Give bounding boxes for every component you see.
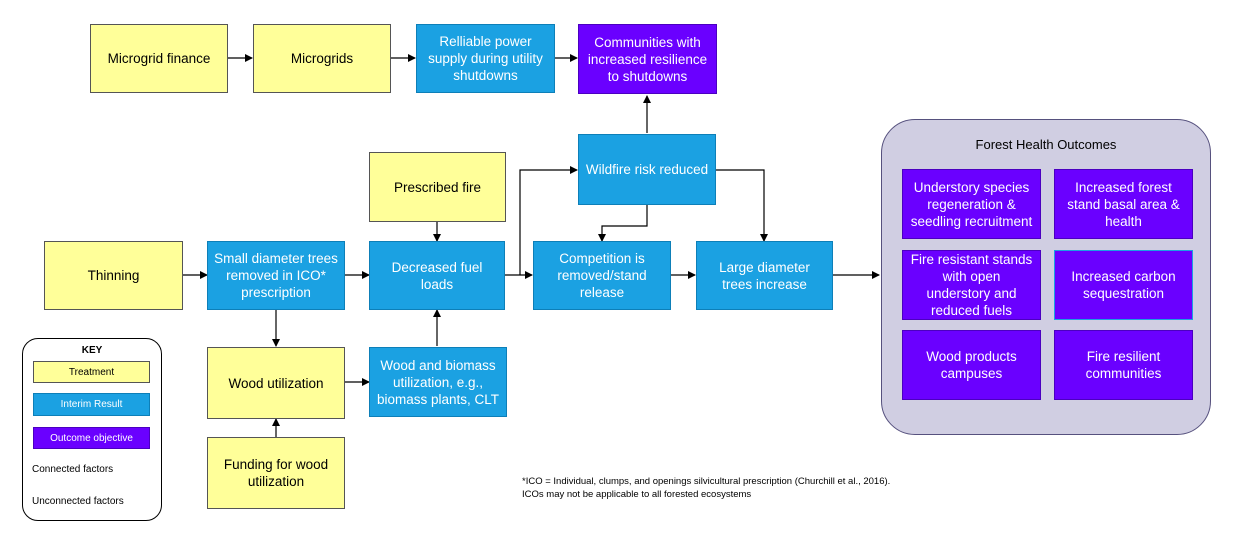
outcome-fire-resistant: Fire resistant stands with open understo… (902, 250, 1041, 320)
arrow-decreased-to-wildfire (519, 166, 578, 275)
outcome-fire-resilient: Fire resilient communities (1054, 330, 1193, 400)
node-small-diameter: Small diameter trees removed in ICO* pre… (207, 241, 345, 310)
outcome-wood-products: Wood products campuses (902, 330, 1041, 400)
node-microgrids: Microgrids (253, 24, 391, 93)
node-wildfire-risk: Wildfire risk reduced (578, 134, 716, 205)
node-decreased-fuel: Decreased fuel loads (369, 241, 505, 310)
key-outcome: Outcome objective (33, 427, 150, 449)
footnote-line-2: ICOs may not be applicable to all forest… (522, 489, 752, 500)
key-title: KEY (81, 345, 103, 356)
arrow-wildfire-to-competition (598, 205, 648, 242)
footnote-line-1: *ICO = Individual, clumps, and openings … (522, 476, 891, 487)
node-prescribed-fire: Prescribed fire (369, 152, 506, 222)
outcome-basal-area: Increased forest stand basal area & heal… (1054, 169, 1193, 239)
node-competition: Competition is removed/stand release (533, 241, 671, 310)
node-thinning: Thinning (44, 241, 183, 310)
key-connected-label: Connected factors (32, 464, 114, 475)
key-treatment: Treatment (33, 361, 150, 383)
outcome-carbon: Increased carbon sequestration (1054, 250, 1193, 320)
node-wood-utilization: Wood utilization (207, 347, 345, 419)
node-wood-biomass: Wood and biomass utilization, e.g., biom… (369, 347, 507, 417)
panel-title: Forest Health Outcomes (975, 137, 1117, 152)
node-reliable-power: Relliable power supply during utility sh… (416, 24, 555, 93)
arrow-wildfire-to-large (715, 169, 768, 242)
node-communities-resilience: Communities with increased resilience to… (578, 24, 717, 94)
key-interim: Interim Result (33, 393, 150, 416)
outcome-understory: Understory species regeneration & seedli… (902, 169, 1041, 239)
node-funding-wood: Funding for wood utilization (207, 437, 345, 509)
node-microgrid-finance: Microgrid finance (90, 24, 228, 93)
key-unconnected-label: Unconnected factors (32, 496, 124, 507)
node-large-diameter: Large diameter trees increase (696, 241, 833, 310)
